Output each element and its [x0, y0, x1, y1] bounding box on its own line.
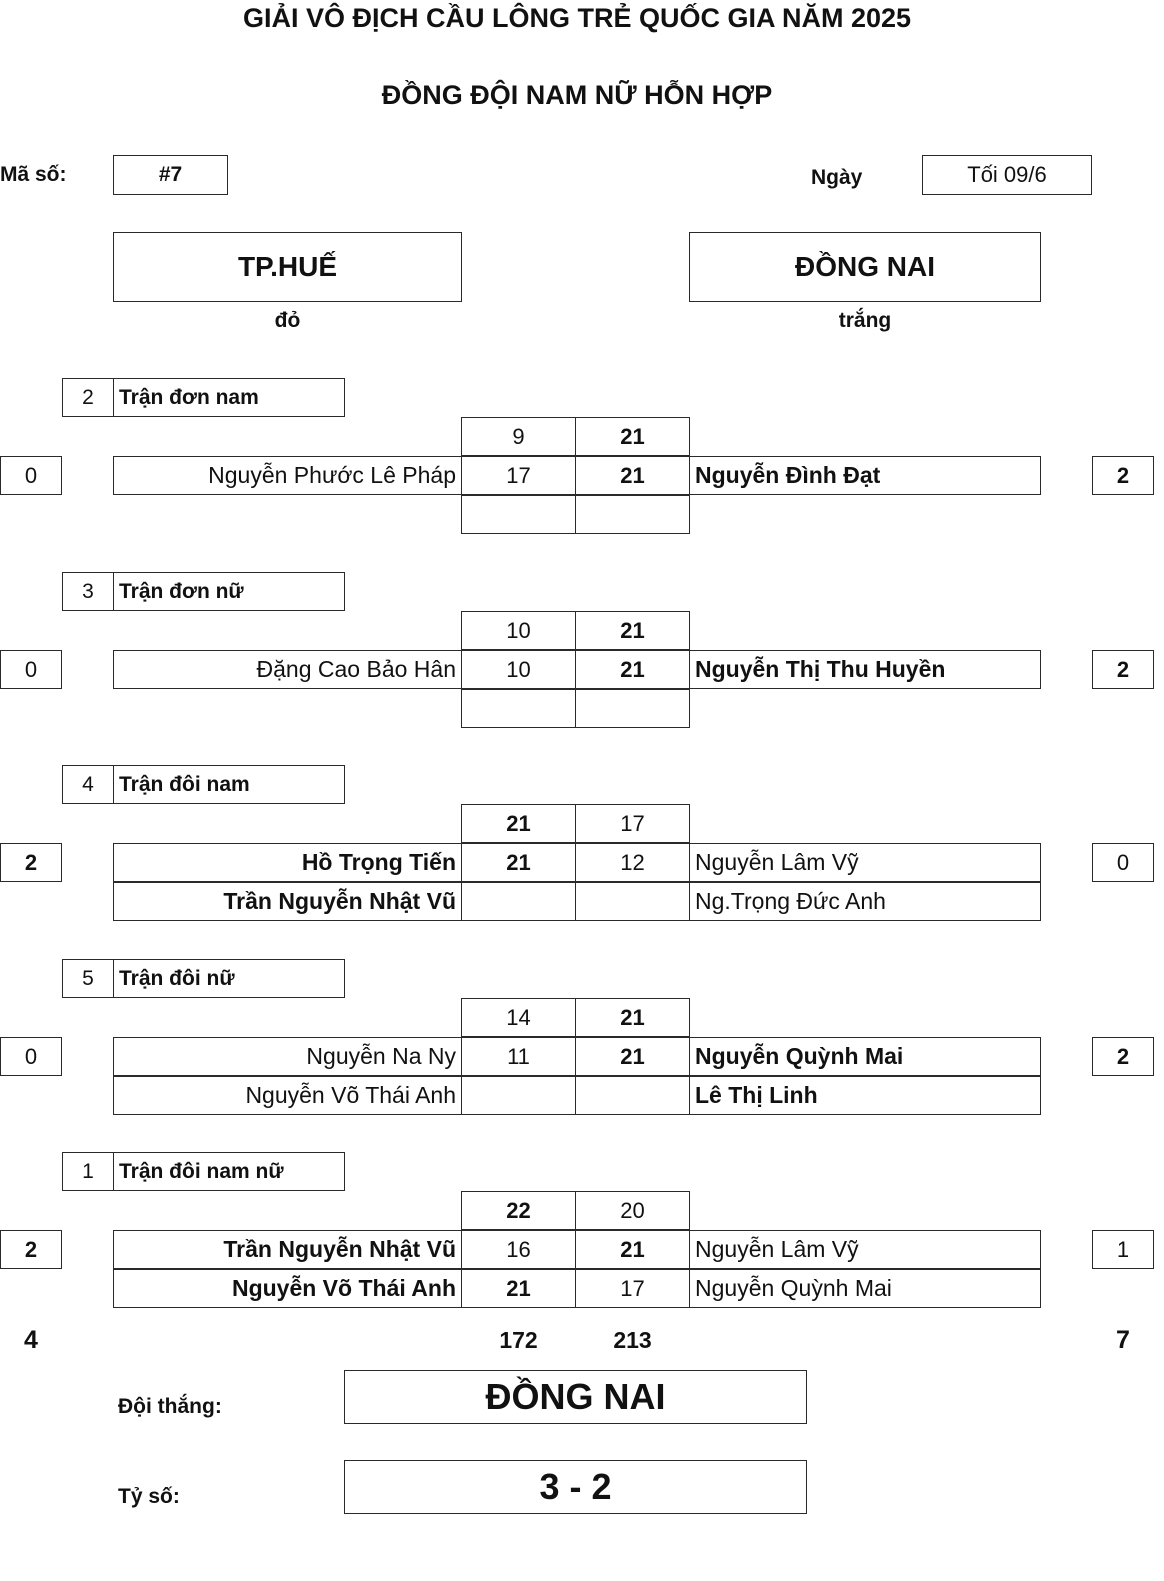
- game-3-left-score: [461, 495, 576, 534]
- left-player-1: Đặng Cao Bảo Hân: [113, 650, 462, 689]
- left-match-result: 2: [0, 1230, 62, 1269]
- left-player-2: Nguyễn Võ Thái Anh: [113, 1076, 462, 1115]
- right-player-1: Nguyễn Lâm Vỹ: [689, 843, 1041, 882]
- left-match-result: 2: [0, 843, 62, 882]
- match-order: 4: [62, 765, 114, 804]
- game-3-right-score: [575, 495, 690, 534]
- date-value: Tối 09/6: [922, 155, 1092, 195]
- game-1-left-score: 14: [461, 998, 576, 1037]
- left-player-1: Trần Nguyễn Nhật Vũ: [113, 1230, 462, 1269]
- left-player-1: Nguyễn Phước Lê Pháp: [113, 456, 462, 495]
- game-1-right-score: 20: [575, 1191, 690, 1230]
- total-right-points: 213: [613, 1326, 652, 1353]
- game-1-left-score: 21: [461, 804, 576, 843]
- game-2-right-score: 21: [575, 1230, 690, 1269]
- game-1-left-score: 10: [461, 611, 576, 650]
- game-2-left-score: 21: [461, 843, 576, 882]
- left-player-1: Nguyễn Na Ny: [113, 1037, 462, 1076]
- right-player-2: Lê Thị Linh: [689, 1076, 1041, 1115]
- right-match-result: 2: [1092, 456, 1154, 495]
- game-1-right-score: 21: [575, 998, 690, 1037]
- left-player-2: Nguyễn Võ Thái Anh: [113, 1269, 462, 1308]
- left-player-2: Trần Nguyễn Nhật Vũ: [113, 882, 462, 921]
- winner-value: ĐỒNG NAI: [344, 1370, 807, 1424]
- game-3-left-score: [461, 689, 576, 728]
- game-2-left-score: 11: [461, 1037, 576, 1076]
- total-right-games: 7: [1116, 1325, 1130, 1354]
- match-order: 2: [62, 378, 114, 417]
- winner-label: Đội thắng:: [118, 1395, 222, 1418]
- game-2-left-score: 17: [461, 456, 576, 495]
- right-player-2: Nguyễn Quỳnh Mai: [689, 1269, 1041, 1308]
- right-player-1: Nguyễn Đình Đạt: [689, 456, 1041, 495]
- match-order: 5: [62, 959, 114, 998]
- game-2-right-score: 21: [575, 1037, 690, 1076]
- left-match-result: 0: [0, 1037, 62, 1076]
- game-1-right-score: 21: [575, 417, 690, 456]
- left-team-color: đỏ: [274, 309, 301, 332]
- right-team-color: trắng: [838, 309, 892, 332]
- code-value: #7: [113, 155, 228, 195]
- game-3-right-score: [575, 1076, 690, 1115]
- game-1-right-score: 17: [575, 804, 690, 843]
- game-1-left-score: 22: [461, 1191, 576, 1230]
- total-left-games: 4: [24, 1325, 38, 1354]
- game-3-left-score: [461, 1076, 576, 1115]
- game-3-left-score: 21: [461, 1269, 576, 1308]
- match-event: Trận đôi nữ: [113, 959, 345, 998]
- right-match-result: 2: [1092, 1037, 1154, 1076]
- right-player-2: Ng.Trọng Đức Anh: [689, 882, 1041, 921]
- event-subtitle: ĐỒNG ĐỘI NAM NỮ HỖN HỢP: [381, 80, 773, 110]
- right-player-1: Nguyễn Thị Thu Huyền: [689, 650, 1041, 689]
- match-order: 1: [62, 1152, 114, 1191]
- match-event: Trận đôi nam nữ: [113, 1152, 345, 1191]
- game-2-right-score: 21: [575, 650, 690, 689]
- total-left-points: 172: [499, 1326, 538, 1353]
- game-2-right-score: 12: [575, 843, 690, 882]
- right-match-result: 1: [1092, 1230, 1154, 1269]
- match-order: 3: [62, 572, 114, 611]
- game-3-right-score: [575, 689, 690, 728]
- game-3-right-score: 17: [575, 1269, 690, 1308]
- game-2-left-score: 16: [461, 1230, 576, 1269]
- right-player-1: Nguyễn Lâm Vỹ: [689, 1230, 1041, 1269]
- left-match-result: 0: [0, 650, 62, 689]
- game-2-left-score: 10: [461, 650, 576, 689]
- tournament-title: GIẢI VÔ ĐỊCH CẦU LÔNG TRẺ QUỐC GIA NĂM 2…: [242, 3, 912, 33]
- final-score-value: 3 - 2: [344, 1460, 807, 1514]
- match-event: Trận đơn nam: [113, 378, 345, 417]
- game-1-right-score: 21: [575, 611, 690, 650]
- date-label: Ngày: [811, 166, 863, 189]
- match-event: Trận đơn nữ: [113, 572, 345, 611]
- game-1-left-score: 9: [461, 417, 576, 456]
- right-team-name: ĐỒNG NAI: [689, 232, 1041, 302]
- left-player-1: Hồ Trọng Tiến: [113, 843, 462, 882]
- score-label: Tỷ số:: [118, 1485, 180, 1508]
- right-player-1: Nguyễn Quỳnh Mai: [689, 1037, 1041, 1076]
- right-match-result: 2: [1092, 650, 1154, 689]
- match-event: Trận đôi nam: [113, 765, 345, 804]
- left-team-name: TP.HUẾ: [113, 232, 462, 302]
- game-3-left-score: [461, 882, 576, 921]
- left-match-result: 0: [0, 456, 62, 495]
- code-label: Mã số:: [0, 163, 67, 186]
- game-3-right-score: [575, 882, 690, 921]
- right-match-result: 0: [1092, 843, 1154, 882]
- game-2-right-score: 21: [575, 456, 690, 495]
